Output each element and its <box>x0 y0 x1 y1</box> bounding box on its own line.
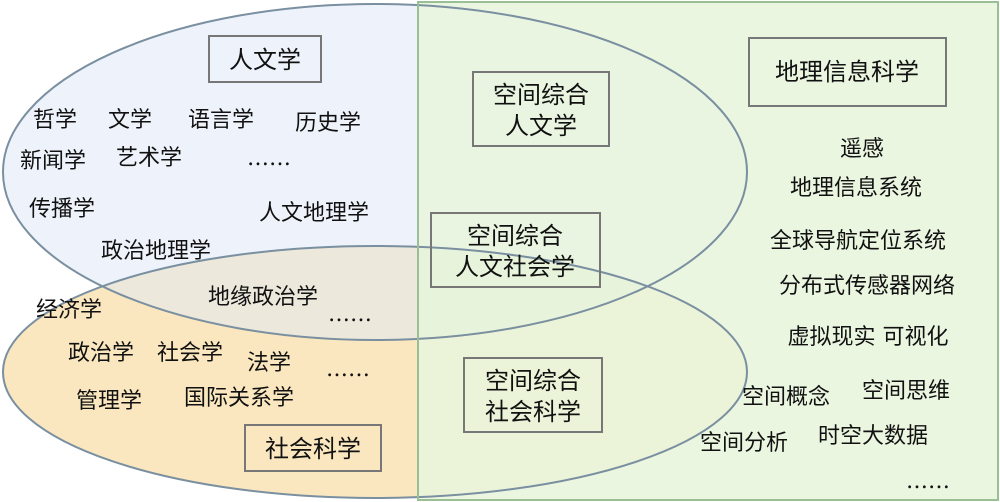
geo-info-item: 虚拟现实 可视化 <box>788 325 949 350</box>
social-science-item: 政治学 <box>68 341 134 366</box>
svg-text:人文社会学: 人文社会学 <box>455 253 575 281</box>
geo-info-item: 遥感 <box>840 137 884 162</box>
humanities-item: 传播学 <box>29 197 95 222</box>
geo-info-science-label: 地理信息科学 <box>775 58 919 86</box>
social-science-item: 经济学 <box>36 298 102 323</box>
humanities-item: 历史学 <box>295 111 361 136</box>
geo-info-item: 空间思维 <box>862 379 950 404</box>
spatial-social-science-box: 空间综合 社会科学 <box>463 357 603 433</box>
humanities-item: …… <box>247 146 291 171</box>
svg-text:空间综合: 空间综合 <box>467 222 563 250</box>
social-science-item: 法学 <box>247 351 291 376</box>
spatial-humanities-social-box: 空间综合 人文社会学 <box>430 212 601 288</box>
humanities-item: 艺术学 <box>116 146 182 171</box>
humanities-ellipse-outline <box>2 3 748 341</box>
social-science-item: …… <box>326 357 370 382</box>
spatial-humanities-box: 空间综合 人文学 <box>472 71 610 147</box>
overlap-item: …… <box>328 302 372 327</box>
humanities-item: 哲学 <box>33 108 77 133</box>
geo-info-item: 空间分析 <box>700 431 788 456</box>
humanities-item: 新闻学 <box>20 149 86 174</box>
geo-info-item: 分布式传感器网络 <box>779 274 955 299</box>
humanities-item: 语言学 <box>188 108 254 133</box>
geo-info-science-region <box>418 2 998 500</box>
humanities-label-box: 人文学 <box>208 35 322 83</box>
geo-info-item: 全球导航定位系统 <box>770 229 946 254</box>
overlap-item: 地缘政治学 <box>208 285 318 310</box>
social-science-item: 社会学 <box>157 341 223 366</box>
geo-info-item: 空间概念 <box>742 385 830 410</box>
social-science-ellipse-outline <box>2 245 748 499</box>
svg-text:空间综合: 空间综合 <box>485 367 581 395</box>
overlap-item: 政治地理学 <box>101 239 211 264</box>
geo-info-item: …… <box>906 469 950 494</box>
social-science-label: 社会科学 <box>265 435 361 463</box>
humanities-label: 人文学 <box>229 46 301 74</box>
overlap-item: 人文地理学 <box>259 201 369 226</box>
svg-text:人文学: 人文学 <box>505 112 577 140</box>
social-science-label-box: 社会科学 <box>244 424 382 472</box>
social-science-item: 管理学 <box>76 389 142 414</box>
geo-info-science-outline <box>417 1 999 501</box>
geo-info-item: 地理信息系统 <box>790 176 922 201</box>
svg-text:社会科学: 社会科学 <box>485 398 581 426</box>
social-science-item: 国际关系学 <box>184 386 294 411</box>
geo-info-item: 时空大数据 <box>818 424 928 449</box>
geo-info-science-label-box: 地理信息科学 <box>748 37 947 107</box>
svg-text:空间综合: 空间综合 <box>493 81 589 109</box>
humanities-item: 文学 <box>108 108 152 133</box>
